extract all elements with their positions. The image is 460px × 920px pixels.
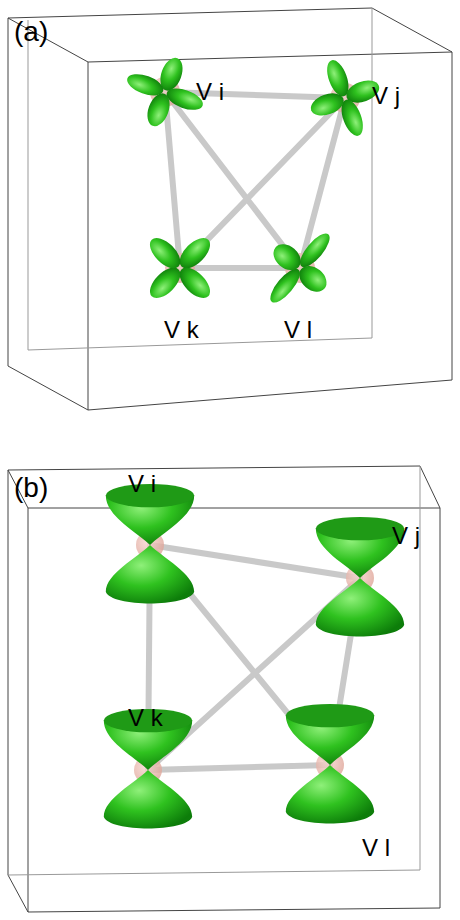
atom-label: V j (372, 84, 400, 108)
panel-label: (b) (14, 474, 48, 502)
atom-label: V i (128, 472, 156, 496)
atom-label: V l (284, 318, 312, 342)
atom-label: V i (196, 80, 224, 104)
atom-label: V k (128, 706, 163, 730)
atom-label: V l (362, 836, 390, 860)
panel-label: (a) (14, 18, 48, 46)
atom-label: V j (392, 524, 420, 548)
atom-label: V k (164, 318, 199, 342)
